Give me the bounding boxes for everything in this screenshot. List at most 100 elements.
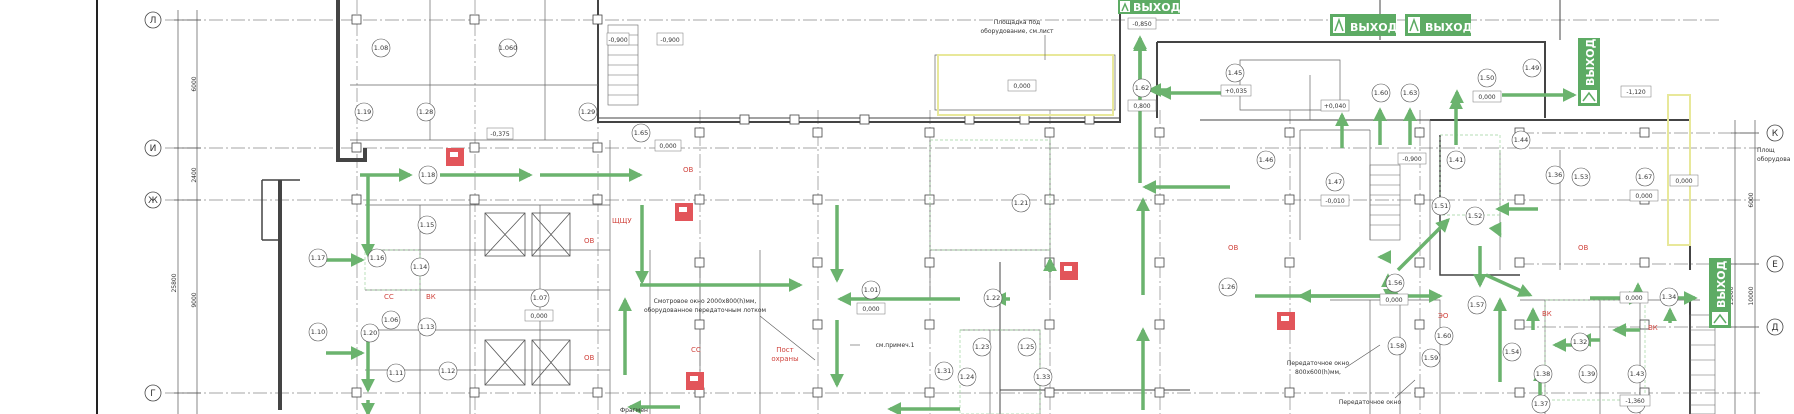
room-number: 1.28 [419, 108, 433, 116]
level-mark: +0,040 [1324, 103, 1346, 110]
room-number: 1.49 [1525, 64, 1539, 72]
note-text: 800х600(h)мм, [1295, 369, 1341, 376]
system-tags: ОВ ОВ ОВ ОВ ОВ СС ВК ЩЩУ СС ЭО ВК ВК Пос… [384, 166, 1658, 363]
axis-label: Д [1771, 323, 1778, 333]
post-label: Пост [776, 346, 793, 354]
room-number: 1.37 [1534, 400, 1548, 408]
room-number: 1.36 [1548, 171, 1562, 179]
post-label: охраны [771, 355, 798, 363]
level-mark: 0,000 [1675, 178, 1692, 185]
room-number: 1.34 [1662, 293, 1676, 301]
level-marks: -0,900 -0,900 -0,375 0,000 0,000 0,000 0… [486, 17, 1699, 407]
room-number: 1.060 [499, 44, 518, 52]
room-number: 1.29 [581, 108, 595, 116]
room-number: 1.18 [421, 171, 435, 179]
room-number: 1.50 [1480, 74, 1494, 82]
exit-sign: ВЫХОД [1118, 0, 1181, 14]
tag-label: ОВ [683, 166, 694, 174]
room-number: 1.14 [413, 263, 427, 271]
level-mark: 0,000 [1635, 193, 1652, 200]
level-mark: 0,000 [1013, 83, 1030, 90]
room-number: 1.23 [975, 343, 989, 351]
note-text: Передаточное окно [1287, 360, 1350, 367]
room-number: 1.46 [1259, 156, 1273, 164]
partitions [350, 0, 1700, 414]
room-number: 1.17 [311, 254, 325, 262]
exit-text: ВЫХОД [1133, 1, 1181, 14]
dimension-lines [174, 10, 1759, 414]
room-numbers: 1.08 1.060 1.19 1.28 1.29 1.18 1.17 1.16… [311, 44, 1676, 408]
room-number: 1.41 [1449, 156, 1463, 164]
tag-label: СС [384, 293, 394, 301]
room-number: 1.12 [441, 367, 455, 375]
dim-text: 10000 [1748, 286, 1755, 305]
room-number: 1.07 [533, 294, 547, 302]
tag-label: ВК [426, 293, 436, 301]
room-number: 1.39 [1581, 370, 1595, 378]
level-mark: 0,000 [862, 306, 879, 313]
axis-label: Е [1772, 260, 1778, 270]
room-number: 1.24 [960, 373, 974, 381]
axis-bubbles-right: К Е Д [1766, 124, 1784, 336]
dim-text: 15000 [1728, 286, 1735, 305]
columns [351, 14, 1650, 398]
room-number: 1.01 [864, 286, 878, 294]
room-number: 1.43 [1630, 370, 1644, 378]
exit-text: ВЫХОД [1350, 21, 1398, 34]
exit-text: ВЫХОД [1425, 21, 1473, 34]
room-number: 1.60 [1437, 332, 1451, 340]
room-number: 1.45 [1228, 69, 1242, 77]
dim-text: 25800 [171, 273, 178, 292]
level-mark: -0,900 [1402, 156, 1422, 163]
room-number: 1.62 [1135, 84, 1149, 92]
note-text: Передаточное окно [1339, 399, 1402, 406]
room-number: 1.31 [937, 367, 951, 375]
dim-text: 2400 [191, 167, 198, 182]
room-number: 1.08 [374, 44, 388, 52]
room-number: 1.21 [1014, 199, 1028, 207]
room-number: 1.26 [1221, 283, 1235, 291]
exit-text: ВЫХОД [1715, 260, 1728, 308]
room-number: 1.56 [1388, 279, 1402, 287]
level-mark: 0,800 [1133, 103, 1150, 110]
room-number: 1.20 [363, 329, 377, 337]
room-number: 1.57 [1470, 301, 1484, 309]
tag-label: СС [691, 346, 701, 354]
room-number: 1.33 [1036, 373, 1050, 381]
tag-label: ОВ [1578, 244, 1589, 252]
level-mark: -0,900 [608, 37, 628, 44]
evacuation-arrows [322, 35, 1698, 414]
axis-label: И [150, 144, 157, 154]
level-mark: 0,000 [1625, 295, 1642, 302]
room-number: 1.15 [420, 221, 434, 229]
room-number: 1.22 [986, 294, 1000, 302]
level-mark: 0,000 [659, 143, 676, 150]
dim-text: 6000 [1748, 192, 1755, 207]
exit-signs: ВЫХОД ВЫХОД ВЫХОД ВЫХОД ВЫХОД [1118, 0, 1731, 328]
level-mark: -0,010 [1325, 198, 1345, 205]
room-number: 1.60 [1374, 89, 1388, 97]
room-number: 1.63 [1403, 89, 1417, 97]
notes: Площадка под оборудование, см.лист Площ … [620, 19, 1791, 414]
note-text: оборудова [1757, 156, 1791, 163]
tag-label: ЩЩУ [612, 217, 632, 225]
exit-sign: ВЫХОД [1330, 14, 1398, 36]
elevator-shafts [484, 212, 571, 386]
level-mark: -1,120 [1626, 89, 1646, 96]
tag-label: ВК [1648, 324, 1658, 332]
room-number: 1.65 [634, 129, 648, 137]
note-text: см.примеч.1 [876, 342, 915, 349]
room-number: 1.10 [311, 328, 325, 336]
level-mark: 0,000 [530, 313, 547, 320]
note-text: Площадка под [994, 19, 1040, 26]
exit-sign: ВЫХОД [1405, 14, 1473, 36]
leader-lines [759, 35, 1416, 399]
room-number: 1.59 [1424, 354, 1438, 362]
level-mark: -0,375 [490, 131, 510, 138]
level-mark: -1,360 [1625, 398, 1645, 405]
room-number: 1.25 [1020, 343, 1034, 351]
axis-label: Ж [148, 196, 158, 206]
room-number: 1.19 [357, 108, 371, 116]
tag-label: ВК [1542, 310, 1552, 318]
